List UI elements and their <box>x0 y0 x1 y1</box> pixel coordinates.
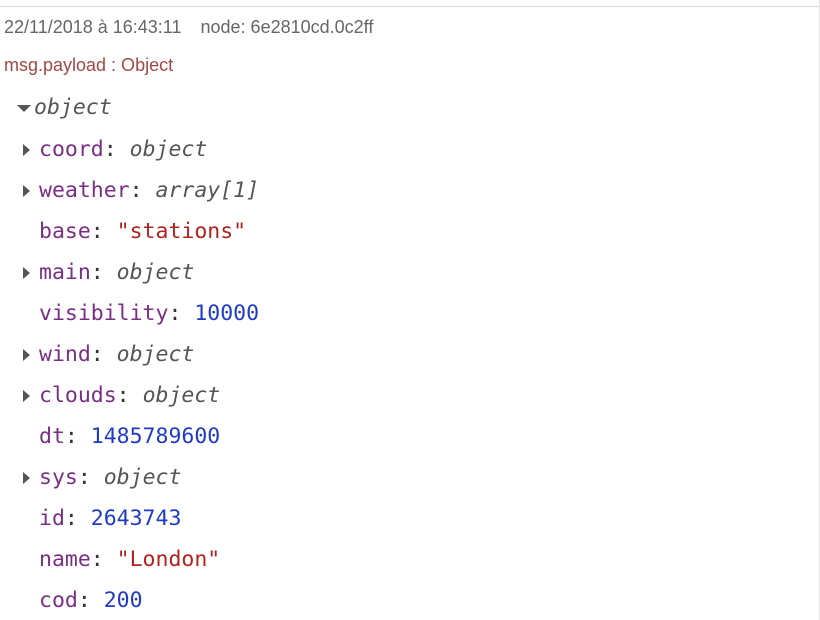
property-key: id <box>39 506 65 531</box>
property-value: "stations" <box>116 219 247 244</box>
caret-right-icon[interactable] <box>23 390 30 402</box>
key-separator: : <box>116 383 143 408</box>
property-value: object <box>116 260 195 285</box>
property-entry: wind: object <box>39 340 194 370</box>
caret-right-icon[interactable] <box>23 185 30 197</box>
caret-right-icon[interactable] <box>23 472 30 484</box>
key-separator: : <box>168 301 195 326</box>
property-value: 200 <box>103 588 143 613</box>
caret-right-icon[interactable] <box>23 144 30 156</box>
top-divider <box>0 6 820 7</box>
property-entry: visibility: 10000 <box>39 299 259 329</box>
message-metadata: 22/11/2018 à 16:43:11 node: 6e2810cd.0c2… <box>4 17 373 38</box>
property-key: clouds <box>39 383 117 408</box>
property-key: dt <box>39 424 65 449</box>
property-value: object <box>142 383 221 408</box>
message-source-node[interactable]: node: 6e2810cd.0c2ff <box>200 17 374 37</box>
key-separator: : <box>77 465 104 490</box>
property-entry: weather: array[1] <box>39 176 259 206</box>
caret-right-icon[interactable] <box>23 267 30 279</box>
property-value: 2643743 <box>90 506 182 531</box>
key-separator: : <box>64 424 91 449</box>
root-type-label: object <box>34 95 112 120</box>
property-key: weather <box>39 178 130 203</box>
message-topic: msg.payload : Object <box>4 55 174 75</box>
property-entry: main: object <box>39 258 194 288</box>
key-separator: : <box>90 219 117 244</box>
key-separator: : <box>90 342 117 367</box>
property-key: sys <box>39 465 78 490</box>
property-key: coord <box>39 137 104 162</box>
caret-right-icon[interactable] <box>23 349 30 361</box>
property-key: visibility <box>39 301 169 326</box>
property-entry: base: "stations" <box>39 217 246 247</box>
property-key: base <box>39 219 91 244</box>
message-timestamp: 22/11/2018 à 16:43:11 <box>4 17 182 37</box>
key-separator: : <box>77 588 104 613</box>
property-entry: id: 2643743 <box>39 504 181 534</box>
property-entry: name: "London" <box>39 545 220 575</box>
property-entry: coord: object <box>39 135 207 165</box>
property-value: "London" <box>116 547 221 572</box>
property-value: object <box>116 342 195 367</box>
property-value: array[1] <box>155 178 260 203</box>
property-entry: clouds: object <box>39 381 220 411</box>
property-value: 10000 <box>194 301 260 326</box>
key-separator: : <box>64 506 91 531</box>
key-separator: : <box>129 178 156 203</box>
property-key: main <box>39 260 91 285</box>
key-separator: : <box>103 137 130 162</box>
property-entry: dt: 1485789600 <box>39 422 220 452</box>
property-value: object <box>129 137 208 162</box>
property-entry: cod: 200 <box>39 586 143 616</box>
property-key: wind <box>39 342 91 367</box>
property-entry: sys: object <box>39 463 181 493</box>
key-separator: : <box>90 547 117 572</box>
caret-down-icon[interactable] <box>17 105 31 112</box>
property-key: cod <box>39 588 78 613</box>
property-value: object <box>103 465 182 490</box>
key-separator: : <box>90 260 117 285</box>
property-key: name <box>39 547 91 572</box>
property-value: 1485789600 <box>90 424 221 449</box>
